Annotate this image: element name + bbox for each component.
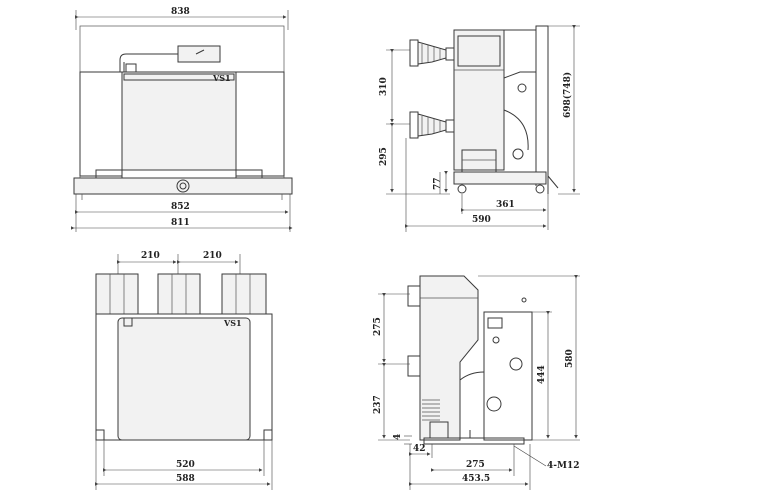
dim-444: 444 [537,365,547,384]
front-view: 838 VS1 852 811 [71,7,293,232]
side-view: 310 295 77 [379,25,580,232]
dim-580: 580 [565,349,575,368]
dim-77: 77 [433,177,443,190]
front-label-vs1: VS1 [212,73,231,83]
dim-588: 588 [176,474,195,484]
dim-520: 520 [176,460,195,470]
bottom-label-vs1: VS1 [223,318,242,328]
dim-811: 811 [171,218,190,228]
bottom-front-view: 210 210 VS1 520 588 [95,251,273,490]
dim-852: 852 [171,202,190,212]
dim-275-horizontal: 275 [466,460,485,470]
dim-4: 4 [393,434,403,440]
dim-42: 42 [413,444,426,454]
dim-590: 590 [472,215,491,225]
dim-361: 361 [496,200,515,210]
dim-210-right: 210 [203,251,222,261]
hole-note-4-m12: 4-M12 [547,461,579,471]
dim-210-left: 210 [141,251,160,261]
dim-310: 310 [379,77,389,96]
dim-453-5: 453.5 [462,474,490,484]
dim-237: 237 [373,395,383,414]
dim-838: 838 [171,7,190,17]
dim-295: 295 [379,147,389,166]
dim-698: 698(748) [562,72,573,118]
bottom-side-view: 275 237 4 444 580 [373,275,580,490]
dim-275-vertical: 275 [373,317,383,336]
